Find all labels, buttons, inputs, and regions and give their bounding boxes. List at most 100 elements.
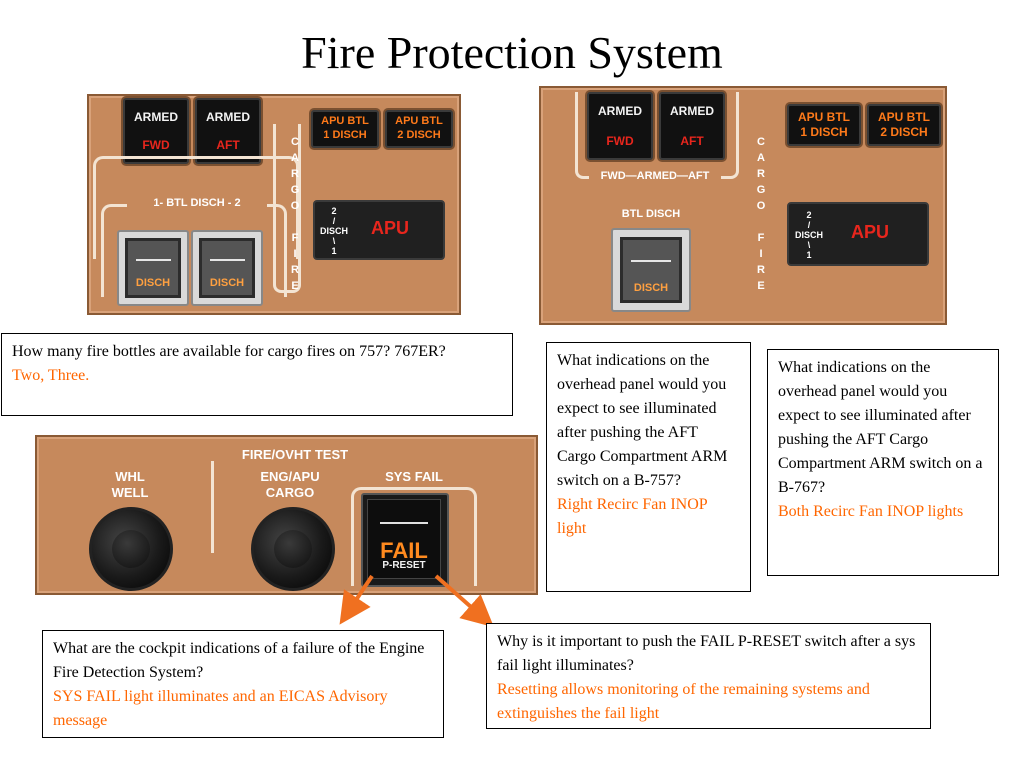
cargo-fire-panel-757: ARMED FWD ARMED AFT APU BTL 1 DISCH APU …	[87, 94, 461, 315]
answer-text: Right Recirc Fan INOP light	[557, 496, 708, 537]
preset-label: P-RESET	[382, 560, 426, 571]
apu-disch-switch[interactable]: 2 / DISCH \ 1 APU	[787, 202, 929, 266]
letter: A	[757, 152, 765, 164]
apu-btl-label: APU BTL	[395, 115, 443, 127]
apu-btl-disch-label: 1 DISCH	[323, 129, 367, 141]
cargo-fire-label: C A R G O F I R E	[755, 134, 767, 294]
cargo-fire-panel-767: ARMED FWD ARMED AFT FWD—ARMED—AFT APU BT…	[539, 86, 947, 325]
disch-button-2-guard[interactable]: DISCH	[191, 230, 263, 306]
btl-disch-button[interactable]: DISCH	[620, 237, 682, 303]
letter: E	[757, 280, 765, 292]
letter: I	[759, 248, 763, 260]
disch-button-1[interactable]: DISCH	[125, 238, 181, 298]
disch-button-1-guard[interactable]: DISCH	[117, 230, 189, 306]
answer-text: Resetting allows monitoring of the remai…	[497, 681, 870, 722]
sys-fail-label: SYS FAIL	[385, 469, 443, 484]
letter: C	[291, 136, 299, 148]
btl-disch-label: 1- BTL DISCH - 2	[127, 197, 267, 209]
whl-label: WHL	[115, 469, 145, 484]
ind-text: \	[807, 240, 811, 250]
letter: R	[291, 168, 299, 180]
armed-label: ARMED	[670, 104, 714, 118]
armed-label: ARMED	[134, 110, 178, 124]
letter: R	[757, 264, 765, 276]
fail-label: FAIL	[380, 538, 428, 563]
apu-disch-switch[interactable]: 2 / DISCH \ 1 APU	[313, 200, 445, 260]
aft-label: AFT	[680, 134, 704, 148]
cargo-fire-label: C A R G O F I R E	[289, 134, 301, 294]
letter: C	[757, 136, 765, 148]
apu-disch-indicator: 2 / DISCH \ 1	[793, 210, 825, 260]
panel-outline	[93, 156, 299, 259]
ind-text: 2	[331, 206, 337, 216]
armed-label: ARMED	[598, 104, 642, 118]
letter: I	[293, 248, 297, 260]
question-text: How many fire bottles are available for …	[12, 343, 446, 360]
ind-text: /	[332, 216, 336, 226]
apu-label: APU	[371, 218, 410, 238]
btl-disch-button-guard[interactable]: DISCH	[611, 228, 691, 312]
question-text: Why is it important to push the FAIL P-R…	[497, 633, 916, 674]
knob-cap	[274, 530, 312, 568]
apu-btl-2-disch-light: APU BTL 2 DISCH	[867, 104, 941, 146]
disch-label: DISCH	[209, 277, 245, 289]
question-box-4: What are the cockpit indications of a fa…	[42, 630, 444, 738]
letter: G	[290, 184, 300, 196]
letter: O	[290, 200, 300, 212]
letter: O	[756, 200, 766, 212]
disch-label: DISCH	[633, 282, 669, 294]
ind-text: /	[807, 220, 811, 230]
question-text: What are the cockpit indications of a fa…	[53, 640, 425, 681]
armed-fwd-switch[interactable]: ARMED FWD	[123, 98, 189, 164]
answer-text: Both Recirc Fan INOP lights	[778, 503, 964, 520]
armed-fwd-switch[interactable]: ARMED FWD	[587, 92, 653, 160]
fwd-armed-aft-label: FWD—ARMED—AFT	[589, 170, 721, 182]
eng-apu-label: ENG/APU	[260, 469, 320, 484]
letter: G	[756, 184, 766, 196]
panel-outline	[575, 92, 739, 179]
apu-btl-1-disch-light: APU BTL 1 DISCH	[787, 104, 861, 146]
apu-btl-label: APU BTL	[798, 110, 850, 124]
apu-btl-disch-label: 2 DISCH	[880, 125, 928, 139]
letter: A	[291, 152, 299, 164]
apu-disch-indicator: 2 / DISCH \ 1	[319, 206, 349, 256]
page-title: Fire Protection System	[301, 27, 723, 78]
whl-well-test-switch[interactable]	[89, 507, 173, 591]
dash-indicator	[209, 259, 245, 261]
armed-label: ARMED	[206, 110, 250, 124]
letter: R	[757, 168, 765, 180]
panel-outline	[351, 487, 477, 586]
panel-outline	[273, 124, 301, 293]
apu-btl-2-disch-light: APU BTL 2 DISCH	[385, 110, 453, 148]
letter: R	[291, 264, 299, 276]
armed-aft-switch[interactable]: ARMED AFT	[659, 92, 725, 160]
letter: F	[757, 232, 765, 244]
well-label: WELL	[111, 485, 149, 500]
question-text: What indications on the overhead panel w…	[778, 359, 983, 496]
disch-button-2[interactable]: DISCH	[199, 238, 255, 298]
ind-text: 2	[806, 210, 812, 220]
ind-text: DISCH	[794, 230, 823, 240]
panel-outline	[211, 461, 214, 553]
question-box-5: Why is it important to push the FAIL P-R…	[486, 623, 931, 729]
letter: E	[291, 280, 299, 292]
answer-text: SYS FAIL light illuminates and an EICAS …	[53, 688, 388, 729]
question-text: What indications on the overhead panel w…	[557, 352, 728, 489]
fail-preset-guard[interactable]: FAIL P-RESET	[361, 493, 449, 587]
eng-apu-cargo-test-switch[interactable]	[251, 507, 335, 591]
btl-disch-label: BTL DISCH	[621, 208, 681, 220]
answer-text: Two, Three.	[12, 367, 90, 384]
disch-label: DISCH	[135, 277, 171, 289]
armed-aft-switch[interactable]: ARMED AFT	[195, 98, 261, 164]
dash-indicator	[380, 522, 428, 524]
question-box-1: How many fire bottles are available for …	[1, 333, 513, 416]
apu-btl-disch-label: 1 DISCH	[800, 125, 848, 139]
letter: F	[291, 232, 299, 244]
apu-btl-disch-label: 2 DISCH	[397, 129, 441, 141]
fail-preset-button[interactable]: FAIL P-RESET	[367, 499, 441, 579]
knob-cap	[112, 530, 150, 568]
ind-text: 1	[806, 250, 812, 260]
ind-text: \	[332, 236, 336, 246]
question-box-3: What indications on the overhead panel w…	[767, 349, 999, 576]
aft-label: AFT	[216, 138, 240, 152]
